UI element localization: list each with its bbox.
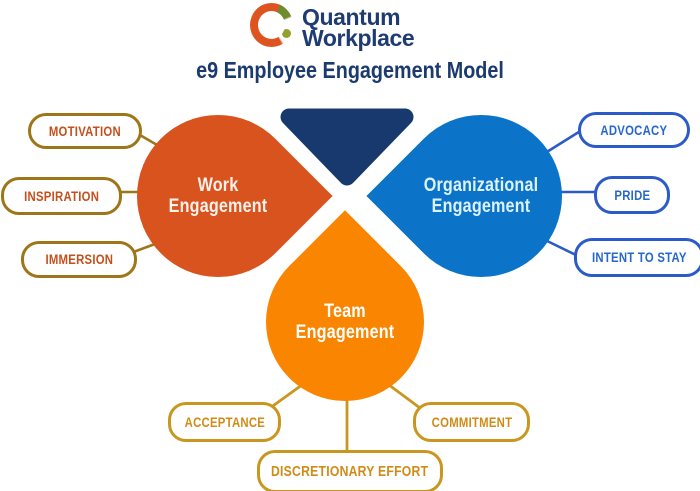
logo-dot-icon [282,29,291,38]
driver-pill-acceptance: ACCEPTANCE [168,402,281,442]
driver-label: DISCRETIONARY EFFORT [271,463,429,480]
driver-pill-immersion: IMMERSION [21,241,137,278]
navy-triangle-icon [280,108,414,186]
brand-line2: Workplace [302,25,415,52]
driver-label: PRIDE [614,187,650,203]
driver-pill-commitment: COMMITMENT [413,402,530,442]
brand-line1: Quantum [302,4,401,30]
driver-label: IMMERSION [45,252,113,267]
quantum-workplace-logo: Quantum Workplace [250,3,415,52]
driver-label: MOTIVATION [48,123,122,139]
organizational-engagement-label: Organizational Engagement [423,174,539,217]
brand-name: Quantum Workplace [302,4,415,52]
driver-pill-intent-to-stay: INTENT TO STAY [574,238,700,277]
driver-label: INSPIRATION [23,188,100,204]
driver-label: ADVOCACY [600,122,668,138]
driver-label: ACCEPTANCE [184,414,265,430]
diagram-title: e9 Employee Engagement Model [196,57,504,83]
driver-label: COMMITMENT [431,414,512,430]
driver-pill-discretionary-effort: DISCRETIONARY EFFORT [257,450,443,491]
team-engagement-label: Team Engagement [295,300,395,343]
work-engagement-label: Work Engagement [168,174,268,217]
driver-pill-motivation: MOTIVATION [28,113,142,149]
quantum-workplace-logo-icon [250,3,293,47]
driver-label: INTENT TO STAY [591,250,687,265]
driver-pill-pride: PRIDE [594,176,670,214]
driver-pill-advocacy: ADVOCACY [578,112,690,148]
driver-pill-inspiration: INSPIRATION [1,177,122,215]
